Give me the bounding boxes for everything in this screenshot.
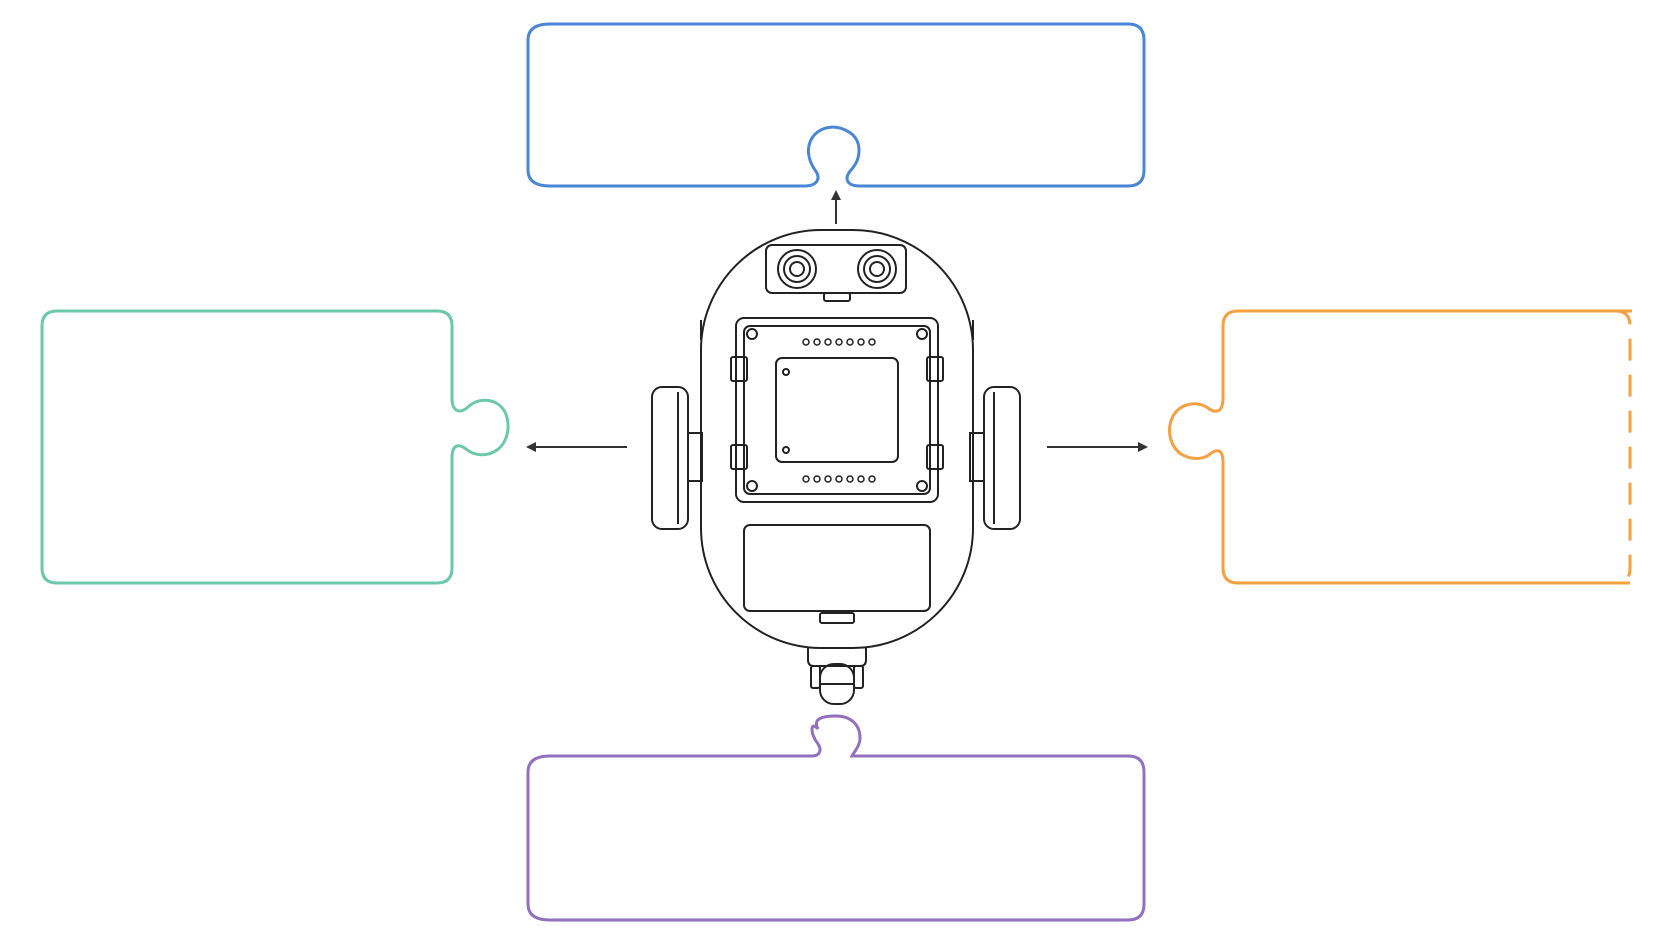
battery-compartment-icon	[743, 524, 931, 624]
left-panel	[40, 309, 510, 585]
left-wheel-icon	[651, 386, 703, 530]
top-panel-outline	[526, 22, 1146, 188]
left-panel-outline	[40, 309, 510, 585]
right-wheel-icon	[969, 386, 1021, 530]
top-panel	[526, 22, 1146, 188]
caster-wheel-icon	[807, 648, 867, 705]
header-pins-bottom	[802, 475, 876, 483]
ultrasonic-sensor-icon	[765, 244, 907, 302]
bottom-panel	[526, 714, 1146, 922]
header-pins-top	[802, 338, 876, 346]
controller-board-icon	[730, 317, 944, 503]
robot-body	[700, 229, 974, 649]
right-panel	[1168, 309, 1632, 585]
bottom-panel-outline	[526, 714, 1146, 922]
right-panel-outline	[1168, 309, 1630, 585]
wheeled-robot-icon	[651, 229, 1021, 705]
right-panel-dashed-edge	[1615, 309, 1632, 585]
